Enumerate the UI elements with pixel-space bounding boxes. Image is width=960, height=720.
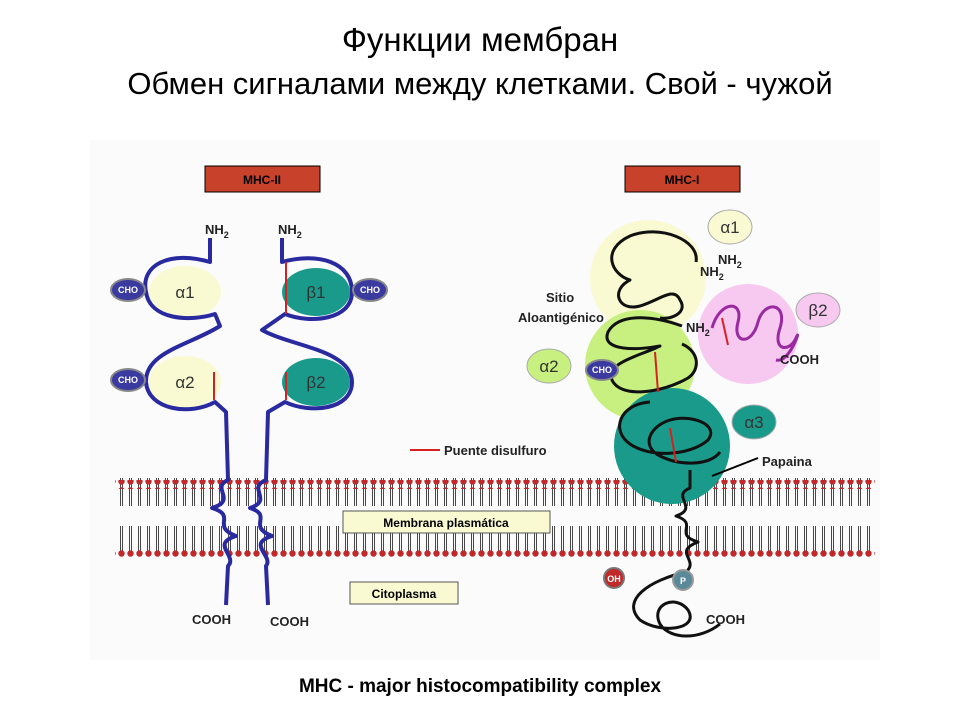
alpha2-badge-mhc1: α2 (526, 348, 572, 384)
nh2-label: NH2 (718, 252, 742, 270)
cho-label: CHO (360, 285, 380, 295)
beta2-label-mhc2: β2 (306, 373, 325, 392)
beta2-domain-mhc2 (282, 358, 350, 406)
alpha3-label-mhc1: α3 (744, 413, 763, 432)
cooh-label: COOH (192, 612, 231, 627)
p-label: P (680, 576, 686, 586)
alpha1-domain-mhc1 (590, 220, 706, 336)
alpha3-badge-mhc1: α3 (731, 404, 777, 440)
cho-icon: CHO (585, 359, 619, 381)
alpha-chain-mhc2 (143, 238, 238, 606)
sitio-label-line1: Sitio (546, 290, 574, 305)
cho-label: CHO (118, 285, 138, 295)
nh2-label: NH2 (700, 264, 724, 282)
nh2-label: NH2 (205, 222, 229, 240)
alpha1-label-mhc1: α1 (720, 218, 739, 237)
caption: MHC - major histocompatibility complex (298, 676, 662, 697)
title-block: Функции мембран Обмен сигналами между кл… (0, 18, 960, 106)
nh2-label: NH2 (686, 320, 710, 338)
cho-icon: CHO (110, 368, 146, 392)
mhc2-label: MHC-II (243, 173, 281, 187)
alpha3-domain-mhc1 (614, 388, 730, 504)
beta1-domain-mhc2 (282, 268, 350, 316)
oh-label: OH (607, 574, 621, 584)
mhc1-label: MHC-I (665, 173, 700, 187)
cho-icon: CHO (352, 278, 388, 302)
alpha2-label-mhc2: α2 (175, 373, 194, 392)
cytoplasm-label: Citoplasma (372, 587, 437, 601)
alpha2-label-mhc1: α2 (539, 357, 558, 376)
disulfide-legend-label: Puente disulfuro (444, 443, 547, 458)
alpha2-domain-mhc2 (149, 356, 221, 408)
mhc1-label-box: MHC-I (624, 165, 741, 193)
cho-label: CHO (592, 365, 612, 375)
cho-label: CHO (118, 375, 138, 385)
beta-chain-mhc2 (248, 238, 354, 606)
heavy-chain-mhc1 (605, 230, 722, 638)
alpha1-domain-mhc2 (149, 266, 221, 318)
beta2-domain-mhc1 (698, 284, 798, 384)
cooh-label: COOH (780, 352, 819, 367)
beta2-label-mhc1: β2 (808, 301, 827, 320)
cytoplasm-label-box: Citoplasma (349, 581, 459, 605)
page-title: Функции мембран (341, 21, 619, 58)
membrane-label-box: Membrana plasmática (342, 510, 551, 534)
cooh-label: COOH (706, 612, 745, 627)
sitio-label-line2: Aloantigénico (518, 310, 604, 325)
beta1-label-mhc2: β1 (306, 283, 325, 302)
oh-group-icon: OH (603, 567, 625, 589)
beta2-badge-mhc1: β2 (795, 292, 841, 328)
alpha1-badge-mhc1: α1 (707, 209, 753, 245)
cooh-label: COOH (270, 614, 309, 629)
papaina-pointer (711, 457, 759, 477)
mhc2-label-box: MHC-II (204, 165, 321, 193)
membrane-label: Membrana plasmática (383, 516, 509, 530)
alpha1-label-mhc2: α1 (175, 283, 194, 302)
nh2-label: NH2 (278, 222, 302, 240)
beta2-chain-mhc1 (710, 304, 800, 362)
cho-icon: CHO (110, 278, 146, 302)
papaina-label: Papaina (762, 454, 813, 469)
phosphate-icon: P (672, 569, 694, 591)
page-subtitle: Обмен сигналами между клетками. Свой - ч… (127, 66, 833, 101)
